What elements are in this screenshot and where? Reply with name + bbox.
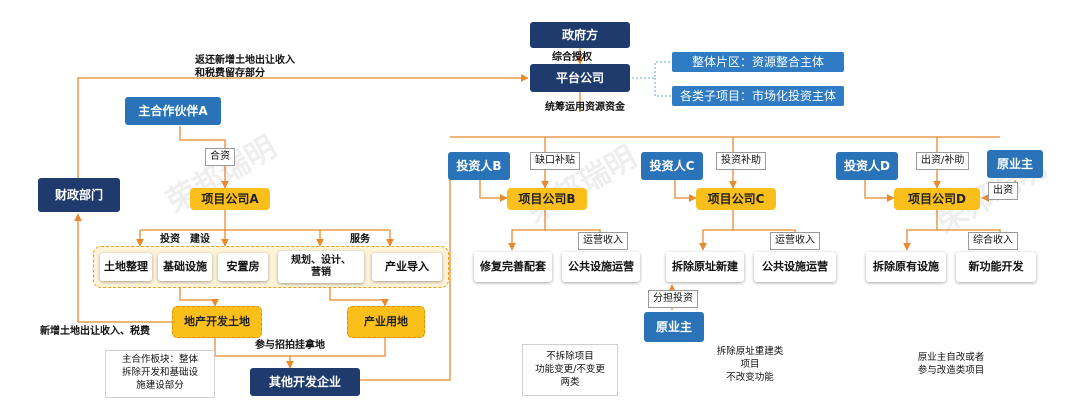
task-public-ops-b: 公共设施运营 — [562, 252, 640, 282]
coordinate-funds-label: 统筹运用资源资金 — [545, 102, 625, 113]
gap-subsidy-tag: 缺口补贴 — [530, 152, 580, 170]
joint-venture-tag: 合资 — [205, 148, 235, 166]
construction-label: 建设 — [190, 234, 210, 245]
owner-top-node: 原业主 — [987, 150, 1043, 178]
project-b-node: 项目公司B — [507, 188, 587, 210]
project-c-node: 项目公司C — [696, 188, 776, 210]
other-dev-node: 其他开发企业 — [250, 368, 360, 396]
investment-subsidy-tag: 投资补助 — [716, 152, 766, 170]
ops-revenue-c-tag: 运营收入 — [770, 232, 820, 250]
sub-projects-info: 各类子项目：市场化投资主体 — [672, 86, 844, 106]
type-b-note: 不拆除项目 功能变更/不变更 两类 — [522, 344, 618, 396]
combined-revenue-tag: 综合收入 — [968, 232, 1018, 250]
finance-node: 财政部门 — [38, 178, 120, 212]
task-resettle: 安置房 — [218, 253, 268, 281]
task-demolish-new: 拆除原址新建 — [666, 252, 744, 282]
platform-node: 平台公司 — [530, 64, 630, 92]
capital-tag: 出资 — [988, 182, 1018, 200]
type-c-note: 拆除原址重建类 项目 不改变功能 — [700, 346, 800, 394]
investment-label: 投资 — [160, 234, 180, 245]
type-d-note: 原业主自改或者 参与改造类项目 — [896, 352, 1006, 386]
task-public-ops-c: 公共设施运营 — [754, 252, 836, 282]
task-repair: 修复完善配套 — [474, 252, 552, 282]
capital-subsidy-tag: 出资/补助 — [916, 152, 970, 170]
task-demolish-existing: 拆除原有设施 — [866, 252, 946, 282]
whole-area-info: 整体片区：资源整合主体 — [672, 52, 844, 72]
task-land-prep: 土地整理 — [100, 253, 152, 281]
land-dev-node: 地产开发土地 — [172, 306, 262, 338]
authorization-label: 综合授权 — [552, 52, 592, 63]
task-planning: 规划、设计、 营销 — [278, 251, 364, 283]
investor-b-node: 投资人B — [448, 152, 510, 180]
bid-land-label: 参与招拍挂拿地 — [255, 340, 325, 351]
task-industry-intro: 产业导入 — [372, 253, 442, 281]
new-land-revenue-label: 新增土地出让收入、税费 — [40, 326, 150, 337]
partner-a-node: 主合作伙伴A — [125, 97, 221, 125]
task-infra: 基础设施 — [158, 253, 212, 281]
industry-land-node: 产业用地 — [347, 306, 425, 338]
partner-block-note: 主合作板块：整体 拆除开发和基础设 施建设部分 — [105, 350, 215, 398]
project-d-node: 项目公司D — [894, 188, 980, 210]
service-label: 服务 — [350, 234, 370, 245]
task-new-function: 新功能开发 — [956, 252, 1036, 282]
investor-d-node: 投资人D — [836, 152, 898, 180]
share-investment-tag: 分担投资 — [648, 290, 698, 308]
investor-c-node: 投资人C — [641, 152, 703, 180]
ops-revenue-b-tag: 运营收入 — [578, 232, 628, 250]
return-revenue-label: 返还新增土地出让收入 和税费留存部分 — [195, 55, 295, 79]
owner-bottom-node: 原业主 — [644, 312, 704, 342]
gov-node: 政府方 — [530, 22, 630, 48]
project-a-node: 项目公司A — [190, 188, 270, 210]
